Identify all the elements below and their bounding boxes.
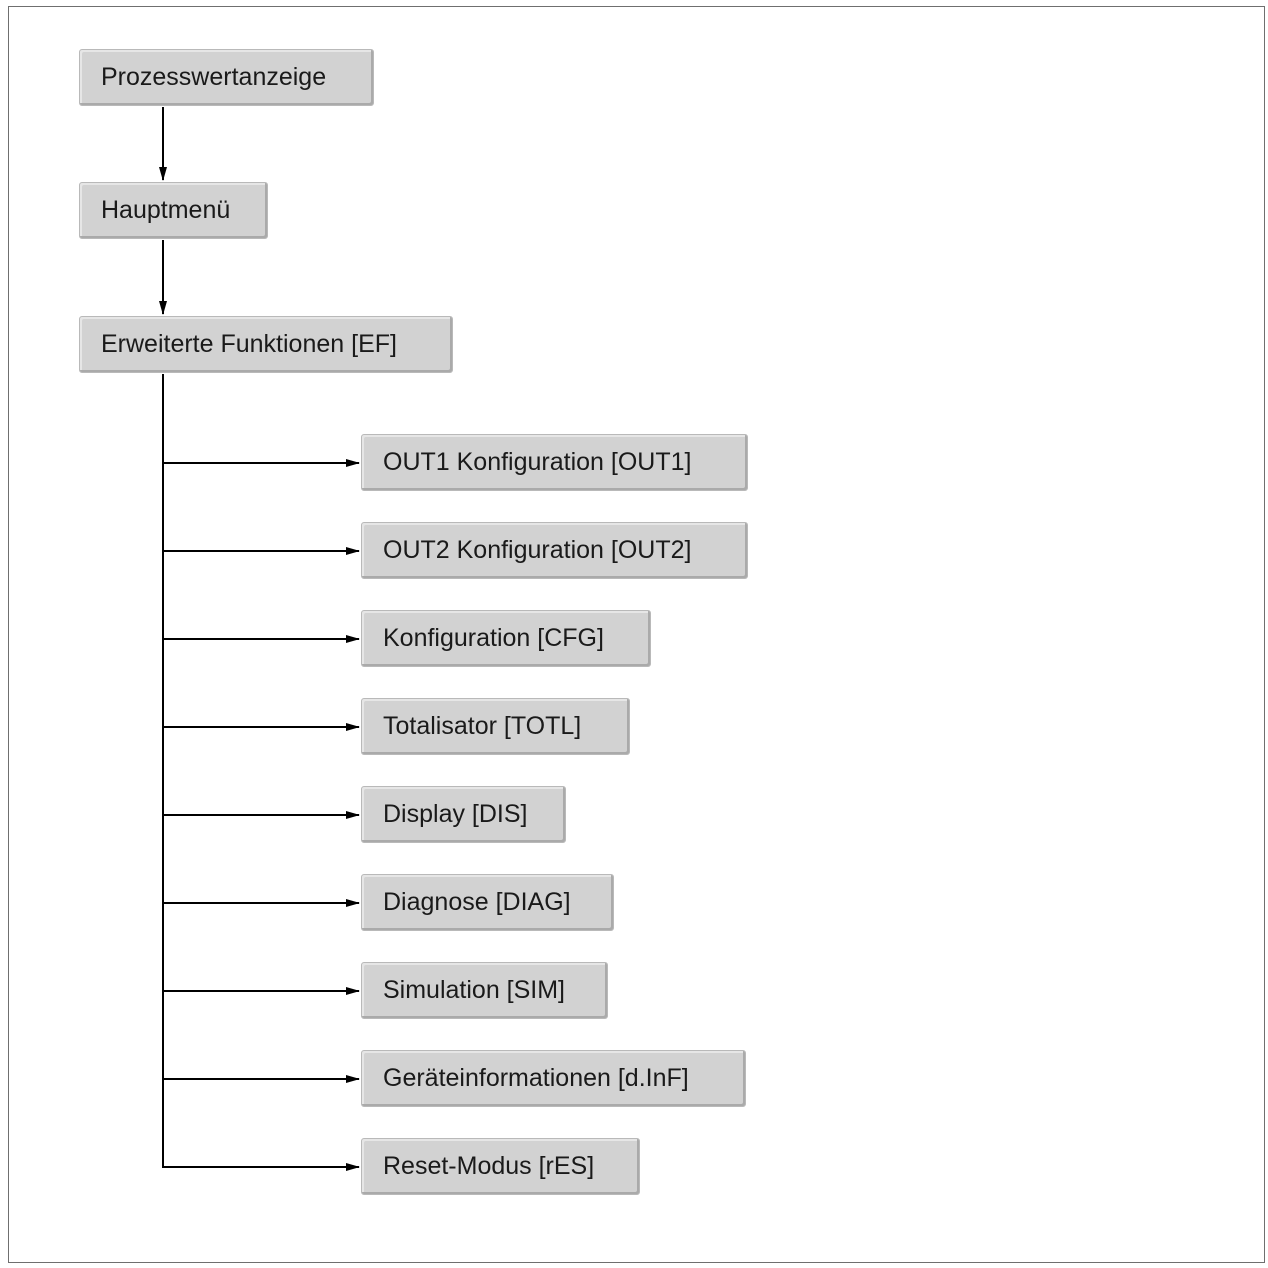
- node-out2-configuration: OUT2 Konfiguration [OUT2]: [361, 522, 748, 579]
- diagram-frame: [8, 6, 1265, 1263]
- node-label: Prozesswertanzeige: [101, 63, 327, 91]
- node-label: Reset-Modus [rES]: [383, 1152, 595, 1180]
- node-label: OUT2 Konfiguration [OUT2]: [383, 536, 692, 564]
- node-extended-functions: Erweiterte Funktionen [EF]: [79, 316, 453, 373]
- node-label: Geräteinformationen [d.InF]: [383, 1064, 689, 1092]
- node-display: Display [DIS]: [361, 786, 566, 843]
- node-label: Totalisator [TOTL]: [383, 712, 582, 740]
- node-label: Hauptmenü: [101, 196, 231, 224]
- node-label: OUT1 Konfiguration [OUT1]: [383, 448, 692, 476]
- node-out1-configuration: OUT1 Konfiguration [OUT1]: [361, 434, 748, 491]
- node-totalizer: Totalisator [TOTL]: [361, 698, 630, 755]
- node-label: Display [DIS]: [383, 800, 528, 828]
- node-process-value-display: Prozesswertanzeige: [79, 49, 374, 106]
- node-configuration: Konfiguration [CFG]: [361, 610, 651, 667]
- node-reset-mode: Reset-Modus [rES]: [361, 1138, 640, 1195]
- node-simulation: Simulation [SIM]: [361, 962, 608, 1019]
- node-label: Konfiguration [CFG]: [383, 624, 604, 652]
- node-main-menu: Hauptmenü: [79, 182, 268, 239]
- node-label: Diagnose [DIAG]: [383, 888, 571, 916]
- node-label: Simulation [SIM]: [383, 976, 566, 1004]
- node-device-information: Geräteinformationen [d.InF]: [361, 1050, 746, 1107]
- node-diagnosis: Diagnose [DIAG]: [361, 874, 614, 931]
- node-label: Erweiterte Funktionen [EF]: [101, 330, 397, 358]
